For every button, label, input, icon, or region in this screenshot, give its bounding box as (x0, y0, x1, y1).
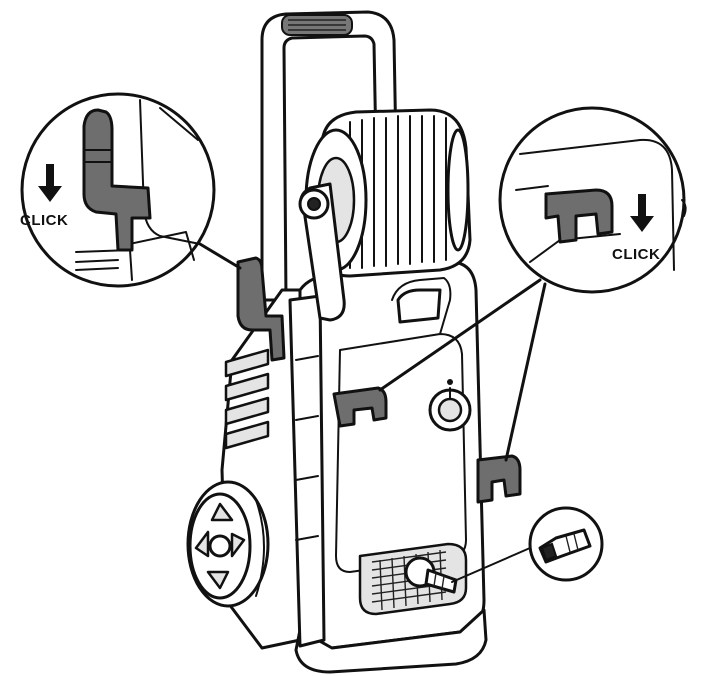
arrow-down-icon (38, 164, 62, 202)
pressure-knob (428, 379, 472, 432)
handle-frame (260, 10, 398, 302)
clip-upper-left (236, 256, 286, 362)
callout-right (498, 106, 687, 294)
clip-right (476, 454, 522, 504)
arrow-down-icon (630, 194, 654, 232)
side-vents (224, 348, 270, 450)
wheel (186, 480, 270, 608)
callout-left (20, 92, 216, 288)
click-label-right: CLICK (612, 246, 661, 263)
hose-reel (298, 108, 472, 322)
washer-body (220, 260, 488, 674)
clips-on-body (236, 256, 522, 504)
click-label-left: CLICK (20, 212, 69, 229)
callout-nozzle (528, 506, 604, 582)
outlet-connector (404, 556, 458, 594)
nozzle-adapter-icon (538, 528, 592, 564)
